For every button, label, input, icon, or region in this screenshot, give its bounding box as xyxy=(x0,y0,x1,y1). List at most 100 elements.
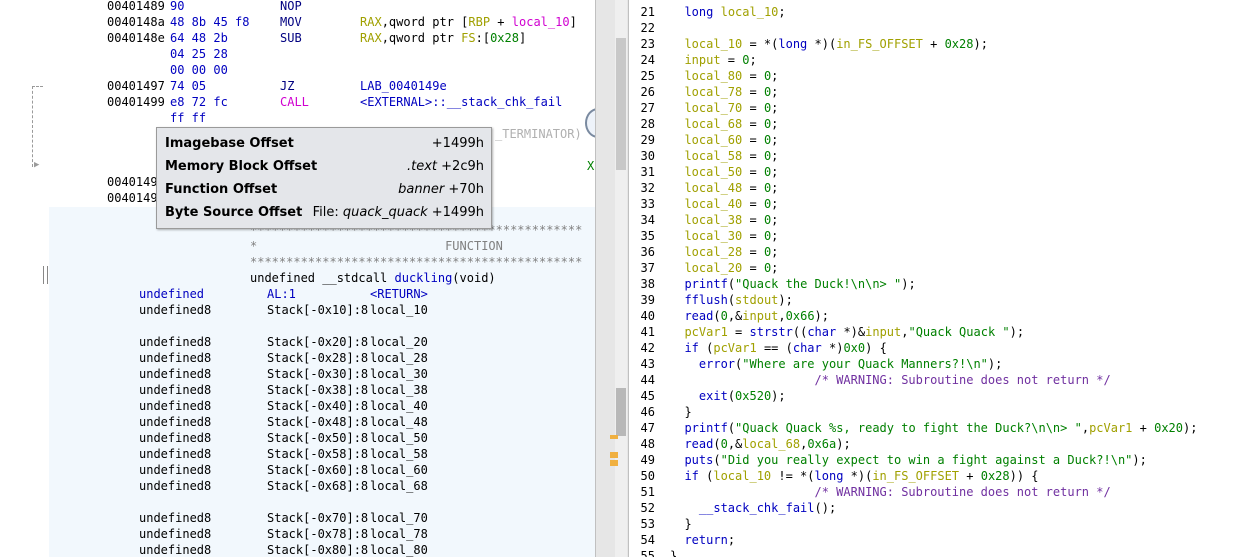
stack-var-name[interactable]: local_80 xyxy=(370,543,428,557)
stack-var-name[interactable]: local_38 xyxy=(370,383,428,397)
decompiler-code[interactable]: local_40 = 0; xyxy=(684,197,779,211)
decompiler-code[interactable]: local_38 = 0; xyxy=(684,213,779,227)
instruction-address[interactable]: 0040148e xyxy=(107,31,165,45)
decompiler-code[interactable]: long local_10; xyxy=(684,5,786,19)
decompiler-code[interactable]: printf("Quack the Duck!\n\n> "); xyxy=(684,277,916,291)
stack-var-name[interactable]: local_48 xyxy=(370,415,428,429)
decompiler-line[interactable]: 51 /* WARNING: Subroutine does not retur… xyxy=(629,484,1111,500)
decompiler-line[interactable]: 45 exit(0x520); xyxy=(629,388,786,404)
decompiler-line[interactable]: 35 local_30 = 0; xyxy=(629,228,779,244)
decompiler-code[interactable]: } xyxy=(670,517,692,531)
decompiler-code[interactable]: read(0,&local_68,0x6a); xyxy=(684,437,851,451)
stack-var-name[interactable]: local_40 xyxy=(370,399,428,413)
decompiler-line[interactable]: 53 } xyxy=(629,516,692,532)
decompiler-line[interactable]: 31 local_50 = 0; xyxy=(629,164,779,180)
margin-resize-handle[interactable] xyxy=(43,266,48,284)
instruction-address[interactable]: 0040149 xyxy=(107,175,158,189)
stack-var-name[interactable]: local_10 xyxy=(370,303,428,317)
function-signature[interactable]: undefined __stdcall duckling(void) xyxy=(250,271,496,285)
scrollbar-thumb[interactable] xyxy=(616,38,626,170)
stack-var-name[interactable]: local_70 xyxy=(370,511,428,525)
decompiler-code[interactable]: pcVar1 = strstr((char *)&input,"Quack Qu… xyxy=(684,325,1025,339)
decompiler-code[interactable]: local_80 = 0; xyxy=(684,69,779,83)
decompiler-line[interactable]: 43 error("Where are your Quack Manners?!… xyxy=(629,356,1003,372)
stack-var-name[interactable]: local_20 xyxy=(370,335,428,349)
stack-var-name[interactable]: local_28 xyxy=(370,351,428,365)
instruction-address[interactable]: 0040148a xyxy=(107,15,165,29)
decompiler-line[interactable]: 40 read(0,&input,0x66); xyxy=(629,308,829,324)
instruction-operands[interactable]: <EXTERNAL>::__stack_chk_fail xyxy=(360,95,563,109)
decompiler-code[interactable]: local_60 = 0; xyxy=(684,133,779,147)
instruction-mnemonic[interactable]: SUB xyxy=(280,31,302,45)
decompiler-code[interactable]: local_20 = 0; xyxy=(684,261,779,275)
decompiler-line[interactable]: 22 xyxy=(629,20,655,36)
decompiler-line[interactable]: 34 local_38 = 0; xyxy=(629,212,779,228)
decompiler-code[interactable]: local_30 = 0; xyxy=(684,229,779,243)
instruction-operands[interactable]: LAB_0040149e xyxy=(360,79,447,93)
decompiler-code[interactable]: local_70 = 0; xyxy=(684,101,779,115)
decompiler-code[interactable]: local_10 = *(long *)(in_FS_OFFSET + 0x28… xyxy=(684,37,988,51)
decompiler-code[interactable]: if (local_10 != *(long *)(in_FS_OFFSET +… xyxy=(684,469,1039,483)
instruction-mnemonic[interactable]: JZ xyxy=(280,79,295,93)
decompiler-line[interactable]: 54 return; xyxy=(629,532,736,548)
decompiler-line[interactable]: 23 local_10 = *(long *)(in_FS_OFFSET + 0… xyxy=(629,36,988,52)
decompiler-code[interactable]: local_48 = 0; xyxy=(684,181,779,195)
decompiler-code[interactable]: puts("Did you really expect to win a fig… xyxy=(684,453,1147,467)
decompiler-code[interactable]: if (pcVar1 == (char *)0x0) { xyxy=(684,341,887,355)
decompiler-line[interactable]: 37 local_20 = 0; xyxy=(629,260,779,276)
bookmark-marker[interactable] xyxy=(610,452,618,458)
decompiler-line[interactable]: 41 pcVar1 = strstr((char *)&input,"Quack… xyxy=(629,324,1025,340)
stack-var-name[interactable]: local_58 xyxy=(370,447,428,461)
instruction-mnemonic[interactable]: MOV xyxy=(280,15,302,29)
decompiler-line[interactable]: 25 local_80 = 0; xyxy=(629,68,779,84)
decompiler-line[interactable]: 49 puts("Did you really expect to win a … xyxy=(629,452,1147,468)
decompiler-line[interactable]: 55} xyxy=(629,548,678,557)
decompiler-code[interactable]: local_50 = 0; xyxy=(684,165,779,179)
decompiler-code[interactable]: __stack_chk_fail(); xyxy=(698,501,837,515)
decompiler-code[interactable]: local_28 = 0; xyxy=(684,245,779,259)
instruction-address[interactable]: 0040149 xyxy=(107,191,158,205)
decompiler-line[interactable]: 47 printf("Quack Quack %s, ready to figh… xyxy=(629,420,1198,436)
stack-var-name[interactable]: local_30 xyxy=(370,367,428,381)
decompiler-line[interactable]: 24 input = 0; xyxy=(629,52,757,68)
decompiler-code[interactable]: local_78 = 0; xyxy=(684,85,779,99)
decompiler-line[interactable]: 21 long local_10; xyxy=(629,4,786,20)
instruction-mnemonic[interactable]: CALL xyxy=(280,95,309,109)
stack-var-name[interactable]: local_78 xyxy=(370,527,428,541)
decompiler-code[interactable]: read(0,&input,0x66); xyxy=(684,309,829,323)
bookmark-marker[interactable] xyxy=(610,435,618,439)
decompiler-code[interactable]: /* WARNING: Subroutine does not return *… xyxy=(670,373,1111,387)
instruction-operands[interactable]: RAX,qword ptr FS:[0x28] xyxy=(360,31,527,45)
decompiler-line[interactable]: 28 local_68 = 0; xyxy=(629,116,779,132)
listing-scrollbar[interactable] xyxy=(610,0,627,557)
decompiler-code[interactable]: input = 0; xyxy=(684,53,757,67)
decompiler-line[interactable]: 26 local_78 = 0; xyxy=(629,84,779,100)
decompiler-line[interactable]: 36 local_28 = 0; xyxy=(629,244,779,260)
instruction-operands[interactable]: RAX,qword ptr [RBP + local_10] xyxy=(360,15,577,29)
decompiler-line[interactable]: 30 local_58 = 0; xyxy=(629,148,779,164)
decompiler-code[interactable]: printf("Quack Quack %s, ready to fight t… xyxy=(684,421,1198,435)
decompiler-code[interactable]: local_68 = 0; xyxy=(684,117,779,131)
instruction-address[interactable]: 00401499 xyxy=(107,95,165,109)
decompiler-line[interactable]: 33 local_40 = 0; xyxy=(629,196,779,212)
decompiler-code[interactable]: } xyxy=(670,549,678,557)
decompiler-line[interactable]: 27 local_70 = 0; xyxy=(629,100,779,116)
instruction-address[interactable]: 00401489 xyxy=(107,0,165,13)
decompiler-code[interactable]: } xyxy=(670,405,692,419)
decompiler-line[interactable]: 48 read(0,&local_68,0x6a); xyxy=(629,436,851,452)
decompiler-line[interactable]: 42 if (pcVar1 == (char *)0x0) { xyxy=(629,340,887,356)
decompiler-line[interactable]: 52 __stack_chk_fail(); xyxy=(629,500,837,516)
decompiler-code[interactable]: return; xyxy=(684,533,736,547)
decompiler-line[interactable]: 38 printf("Quack the Duck!\n\n> "); xyxy=(629,276,916,292)
stack-var-name[interactable]: local_60 xyxy=(370,463,428,477)
decompiler-line[interactable]: 29 local_60 = 0; xyxy=(629,132,779,148)
decompiler-code[interactable]: fflush(stdout); xyxy=(684,293,793,307)
decompiler-code[interactable]: error("Where are your Quack Manners?!\n"… xyxy=(698,357,1003,371)
decompiler-line[interactable]: 50 if (local_10 != *(long *)(in_FS_OFFSE… xyxy=(629,468,1039,484)
stack-var-name[interactable]: local_68 xyxy=(370,479,428,493)
decompiler-code[interactable]: exit(0x520); xyxy=(698,389,786,403)
bookmark-marker[interactable] xyxy=(610,460,618,466)
decompiler-line[interactable]: 39 fflush(stdout); xyxy=(629,292,793,308)
